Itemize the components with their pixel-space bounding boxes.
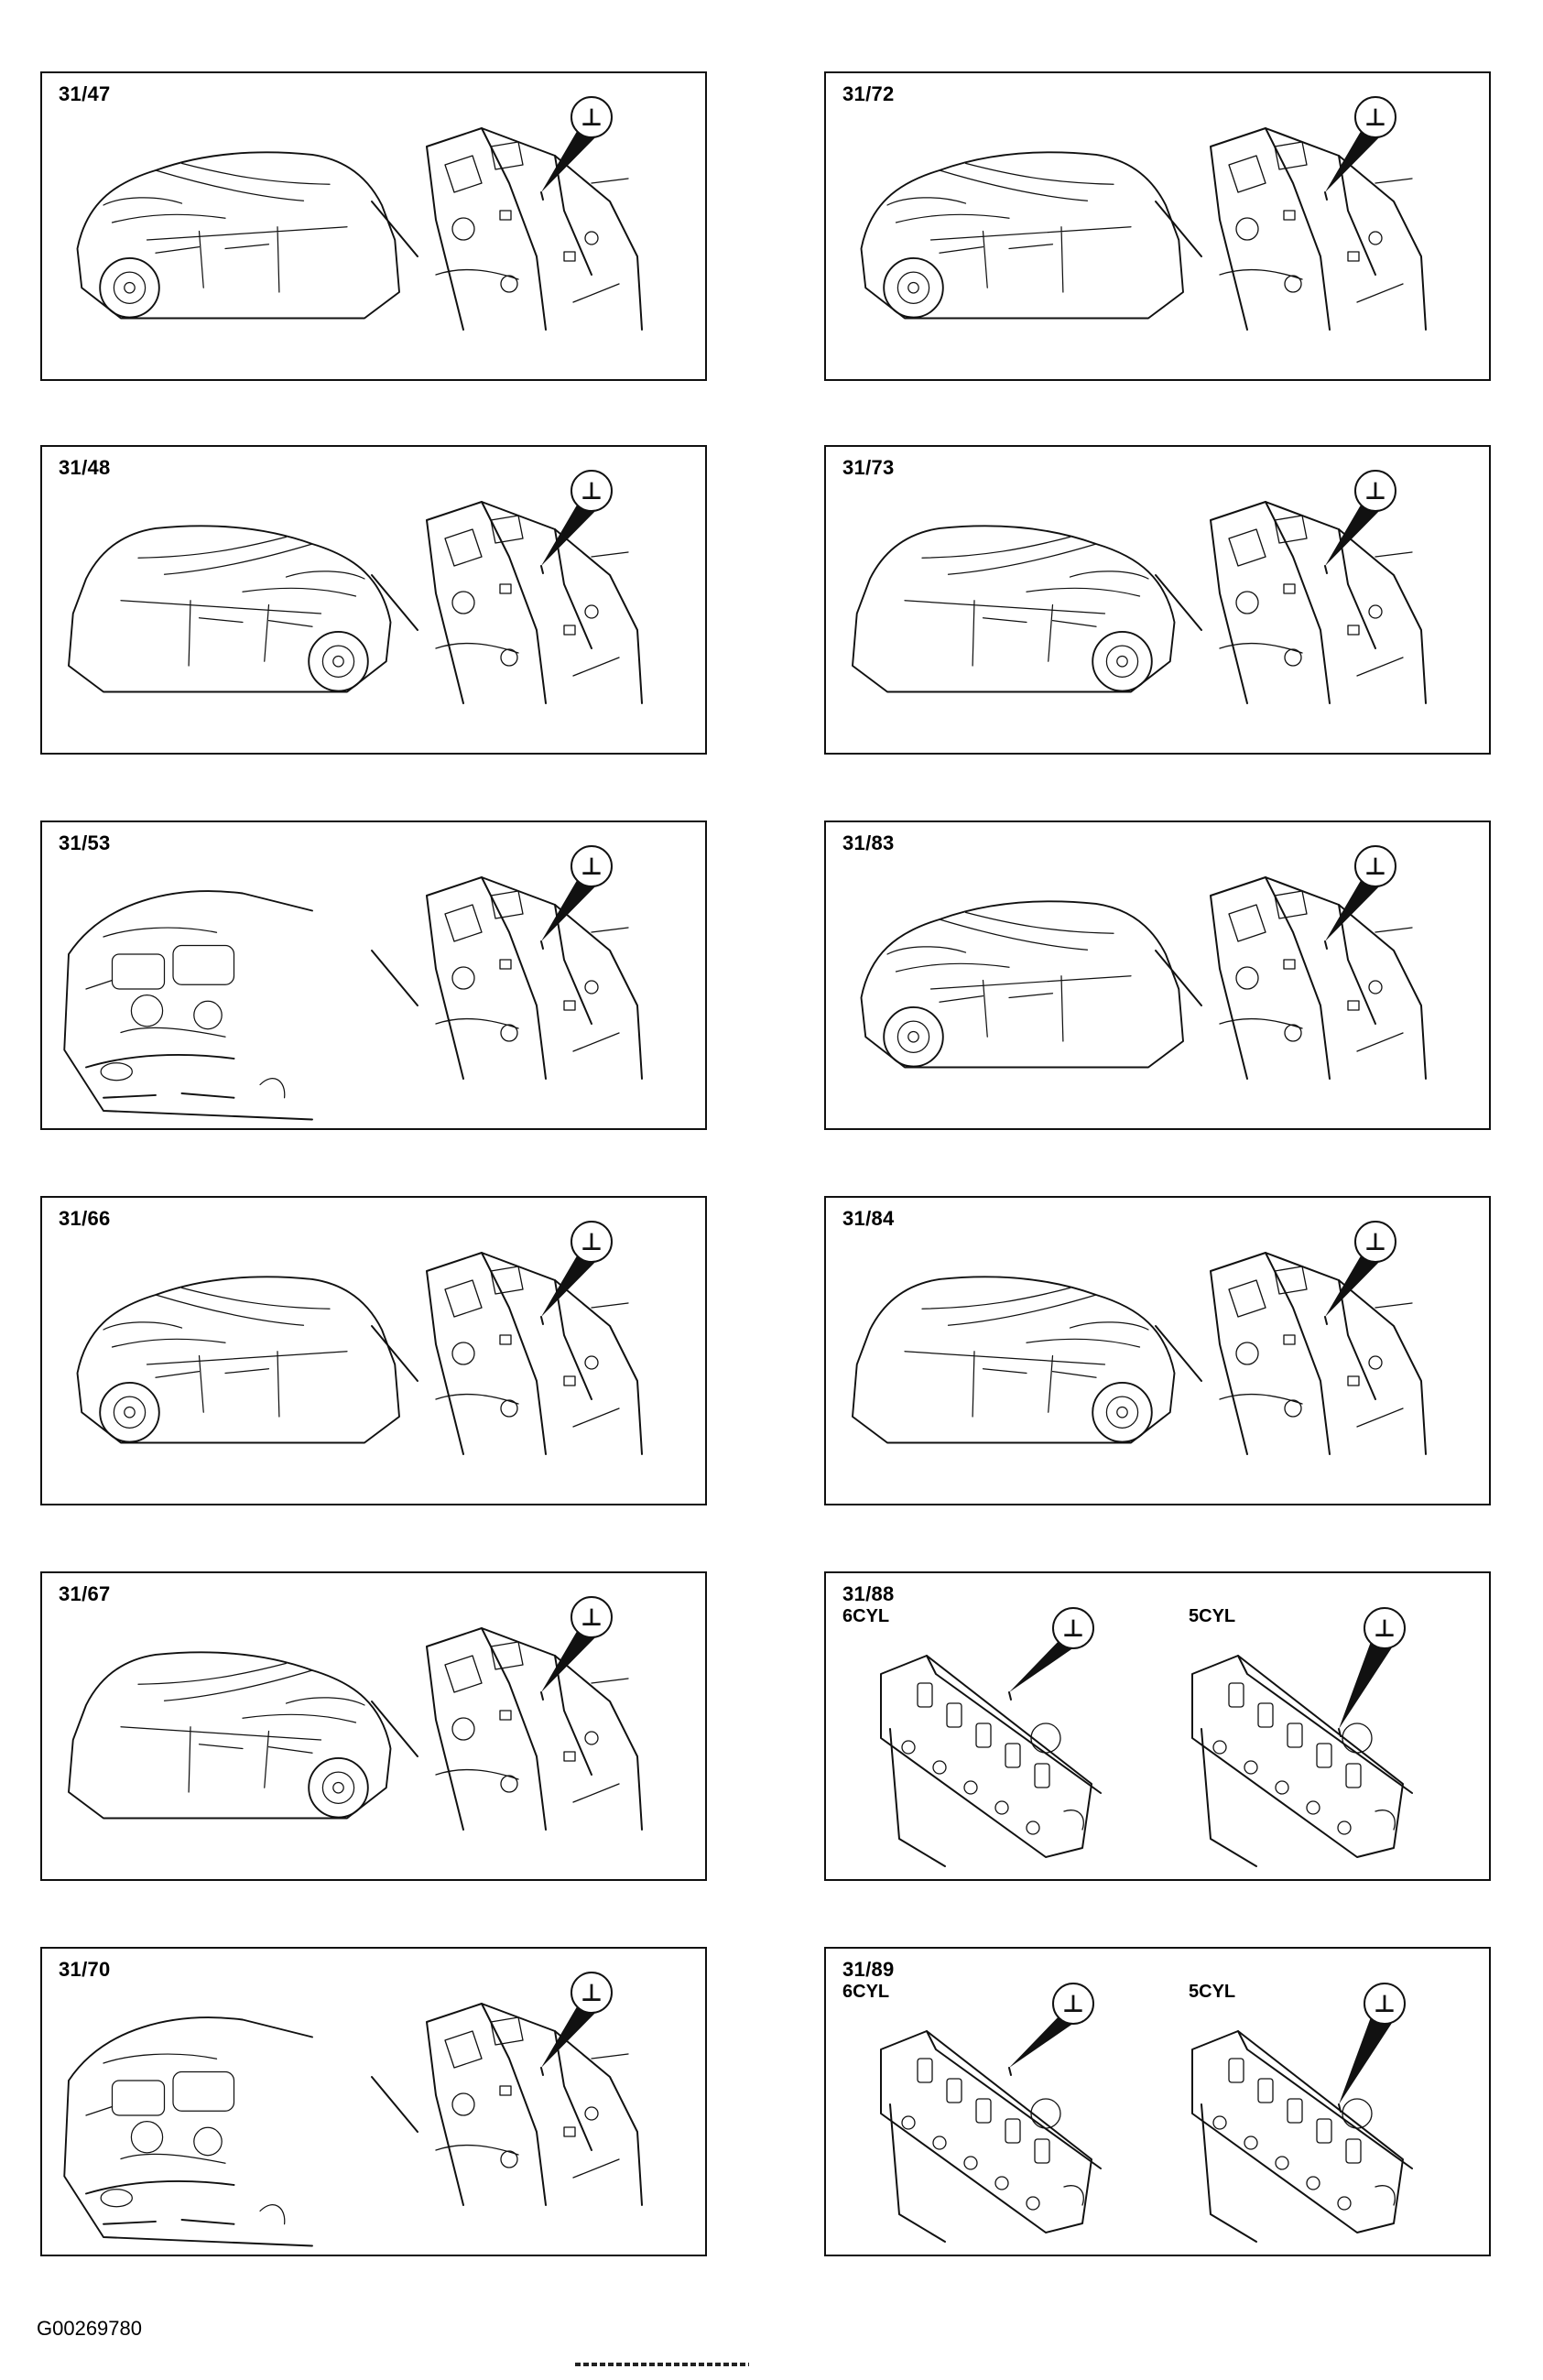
figure-panel: ⊥ 31/83 xyxy=(824,821,1491,1130)
ground-symbol: ⊥ xyxy=(581,1604,603,1632)
ground-symbol: ⊥ xyxy=(581,104,603,132)
panel-illustration: ⊥ xyxy=(860,96,1427,331)
panel-illustration: ⊥ xyxy=(852,470,1427,704)
panel-label: 31/72 xyxy=(842,82,895,105)
ground-symbol: ⊥ xyxy=(1364,104,1386,132)
ground-symbol: ⊥ xyxy=(1062,1615,1084,1643)
ground-symbol: ⊥ xyxy=(1364,478,1386,505)
panel-illustration: ⊥ xyxy=(63,845,643,1121)
ground-symbol: ⊥ xyxy=(581,853,603,881)
ground-symbol: ⊥ xyxy=(1364,1229,1386,1256)
figure-panel: ⊥ 31/53 xyxy=(40,821,707,1130)
panel-illustration: ⊥ xyxy=(68,470,643,704)
panel-illustration: ⊥⊥ xyxy=(880,1983,1413,2243)
panel-label: 31/73 xyxy=(842,456,895,479)
panel-label: 31/89 xyxy=(842,1958,895,1981)
panel-label: 31/70 xyxy=(59,1958,111,1981)
panel-illustration: ⊥⊥ xyxy=(880,1607,1413,1867)
ground-symbol: ⊥ xyxy=(1364,853,1386,881)
panel-label: 31/48 xyxy=(59,456,111,479)
figure-panel: ⊥ 31/84 xyxy=(824,1196,1491,1505)
cylinder-label-left: 6CYL xyxy=(842,1606,890,1626)
panel-label: 31/88 xyxy=(842,1582,895,1605)
footer-mark xyxy=(575,2363,749,2366)
ground-symbol: ⊥ xyxy=(581,478,603,505)
panel-label: 31/83 xyxy=(842,831,895,854)
figure-panel: ⊥ 31/66 xyxy=(40,1196,707,1505)
panel-label: 31/47 xyxy=(59,82,111,105)
cylinder-label-left: 6CYL xyxy=(842,1982,890,2002)
figure-panel: ⊥ 31/47 xyxy=(40,71,707,381)
figure-panel: ⊥ 31/73 xyxy=(824,445,1491,755)
cylinder-label-right: 5CYL xyxy=(1189,1982,1236,2002)
panel-label: 31/53 xyxy=(59,831,111,854)
panel-illustration: ⊥ xyxy=(76,96,643,331)
figure-panel: ⊥ 31/67 xyxy=(40,1571,707,1881)
panel-label: 31/66 xyxy=(59,1207,111,1230)
panel-illustration: ⊥ xyxy=(860,845,1427,1080)
figure-panel: ⊥ 31/72 xyxy=(824,71,1491,381)
panel-illustration: ⊥ xyxy=(63,1972,643,2247)
ground-symbol: ⊥ xyxy=(1374,1991,1396,2018)
panel-label: 31/84 xyxy=(842,1207,895,1230)
panel-illustration: ⊥ xyxy=(76,1221,643,1455)
figure-panel: ⊥ 31/70 xyxy=(40,1947,707,2256)
panel-illustration: ⊥ xyxy=(68,1596,643,1831)
panel-label: 31/67 xyxy=(59,1582,111,1605)
cylinder-label-right: 5CYL xyxy=(1189,1606,1236,1626)
panel-illustration: ⊥ xyxy=(852,1221,1427,1455)
ground-symbol: ⊥ xyxy=(581,1229,603,1256)
ground-symbol: ⊥ xyxy=(1374,1615,1396,1643)
figure-panel: ⊥ 31/48 xyxy=(40,445,707,755)
ground-symbol: ⊥ xyxy=(1062,1991,1084,2018)
document-id: G00269780 xyxy=(37,2317,142,2340)
ground-symbol: ⊥ xyxy=(581,1980,603,2007)
